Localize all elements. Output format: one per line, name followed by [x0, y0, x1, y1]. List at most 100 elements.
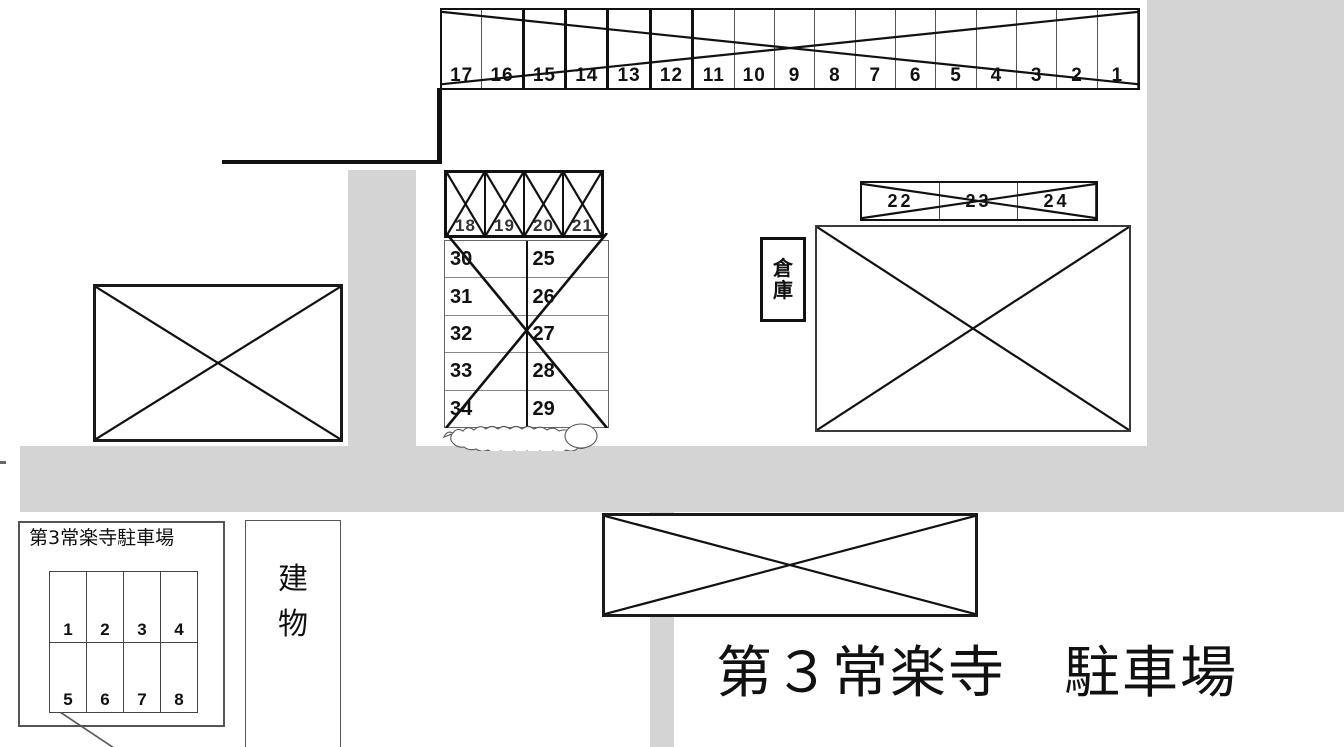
stall-label: 31 [450, 285, 473, 308]
stall-28[interactable]: 28 [527, 353, 608, 391]
stall-7[interactable]: 7 [856, 10, 896, 88]
stall-label: 16 [490, 65, 514, 86]
stall-9[interactable]: 9 [775, 10, 816, 88]
stall-5[interactable]: 5 [936, 10, 977, 88]
stall-6[interactable]: 6 [896, 10, 937, 88]
building-label-box: 建 物 [245, 520, 341, 747]
stall-label: 13 [617, 65, 641, 86]
boundary-line-vertical [437, 88, 442, 164]
warehouse-label-2: 庫 [773, 277, 793, 302]
stall-21[interactable]: 21 [564, 173, 601, 235]
inset-title: 第3常楽寺駐車場 [29, 527, 175, 549]
stall-3[interactable]: 3 [124, 572, 161, 642]
stall-label: 33 [450, 360, 473, 383]
stall-2[interactable]: 2 [87, 572, 124, 642]
stall-2[interactable]: 2 [1057, 10, 1098, 88]
stall-1[interactable]: 1 [50, 572, 87, 642]
stall-grid-1-8[interactable]: 1 2 3 4 5 6 7 8 [49, 571, 198, 713]
stall-label: 24 [1043, 191, 1070, 211]
warehouse-label-1: 倉 [773, 255, 793, 280]
stall-4[interactable]: 4 [977, 10, 1018, 88]
building-right-large [815, 225, 1131, 432]
cross-out-mark-building-left [96, 287, 340, 439]
stall-12[interactable]: 12 [652, 10, 695, 88]
stall-15[interactable]: 15 [525, 10, 568, 88]
stall-19[interactable]: 19 [486, 173, 525, 235]
stall-32[interactable]: 32 [445, 316, 526, 354]
stall-13[interactable]: 13 [609, 10, 652, 88]
building-left [93, 284, 343, 442]
stall-8[interactable]: 8 [161, 643, 197, 713]
building-bottom [602, 513, 978, 617]
stall-label: 23 [965, 191, 992, 211]
stall-29[interactable]: 29 [528, 391, 609, 427]
stall-row-18-21[interactable]: 18 19 20 21 [444, 170, 604, 238]
warehouse-box: 倉 庫 [760, 237, 806, 322]
cross-out-mark-building-right [817, 227, 1129, 430]
stall-8[interactable]: 8 [815, 10, 856, 88]
stall-label: 5 [63, 690, 73, 709]
road-right-vertical [1147, 0, 1344, 447]
stall-label: 29 [532, 397, 555, 420]
stall-label: 6 [909, 65, 922, 86]
stall-31[interactable]: 31 [445, 278, 526, 316]
stall-4[interactable]: 4 [161, 572, 197, 642]
stall-label: 8 [829, 65, 841, 86]
stall-row-1-17[interactable]: 17 16 15 14 13 12 11 10 9 8 7 6 5 4 3 2 … [440, 8, 1140, 90]
stall-label: 10 [742, 65, 766, 86]
stall-label: 22 [887, 191, 914, 211]
stall-row-1-4: 1 2 3 4 [50, 572, 197, 643]
stall-label: 8 [174, 690, 184, 709]
stall-label: 2 [100, 619, 110, 639]
hedge-bush [442, 423, 598, 451]
stall-row-22-24[interactable]: 22 23 24 [860, 181, 1098, 221]
stall-14[interactable]: 14 [567, 10, 610, 88]
stall-label: 28 [532, 360, 555, 383]
stall-label: 30 [450, 248, 473, 271]
stall-label: 14 [575, 65, 599, 86]
stall-label: 7 [869, 65, 882, 86]
stall-25[interactable]: 25 [527, 241, 608, 279]
stall-label: 11 [702, 65, 725, 86]
stall-22[interactable]: 22 [862, 183, 940, 219]
stall-label: 1 [63, 619, 73, 639]
stall-label: 4 [990, 65, 1003, 86]
stall-6[interactable]: 6 [87, 642, 124, 712]
stall-20[interactable]: 20 [525, 173, 564, 235]
stall-label: 3 [1030, 65, 1043, 86]
stall-5[interactable]: 5 [50, 642, 87, 712]
stall-27[interactable]: 27 [527, 316, 608, 354]
building-label-1: 建 [278, 562, 308, 597]
stall-1[interactable]: 1 [1098, 10, 1139, 88]
stall-label: 17 [450, 65, 474, 86]
road-vertical-upper [348, 170, 416, 448]
stall-label: 32 [450, 323, 473, 346]
page-title: 第３常楽寺 駐車場 [716, 641, 1238, 706]
stall-label: 1 [1111, 65, 1124, 86]
stall-30[interactable]: 30 [445, 241, 526, 279]
stall-label: 9 [788, 65, 801, 86]
stall-16[interactable]: 16 [482, 10, 525, 88]
building-label-2: 物 [278, 607, 308, 642]
stall-11[interactable]: 11 [694, 10, 735, 88]
stall-3[interactable]: 3 [1017, 10, 1058, 88]
stall-18[interactable]: 18 [447, 173, 486, 235]
stall-label: 25 [532, 248, 555, 271]
edge-tick-left [0, 461, 6, 464]
stall-10[interactable]: 10 [735, 10, 775, 88]
stall-23[interactable]: 23 [940, 183, 1018, 219]
stall-33[interactable]: 33 [445, 353, 526, 391]
stall-label: 3 [137, 619, 147, 639]
stall-24[interactable]: 24 [1018, 183, 1096, 219]
stall-7[interactable]: 7 [124, 642, 161, 712]
stall-17[interactable]: 17 [442, 10, 483, 88]
stall-label: 15 [532, 65, 556, 86]
stall-label: 27 [532, 323, 555, 346]
cross-out-mark-building-bottom [605, 516, 975, 614]
stall-label: 5 [950, 65, 962, 86]
stall-label: 2 [1071, 65, 1083, 86]
leader-line [60, 712, 114, 747]
boundary-line-horizontal [222, 160, 441, 164]
stall-label: 7 [137, 690, 147, 709]
